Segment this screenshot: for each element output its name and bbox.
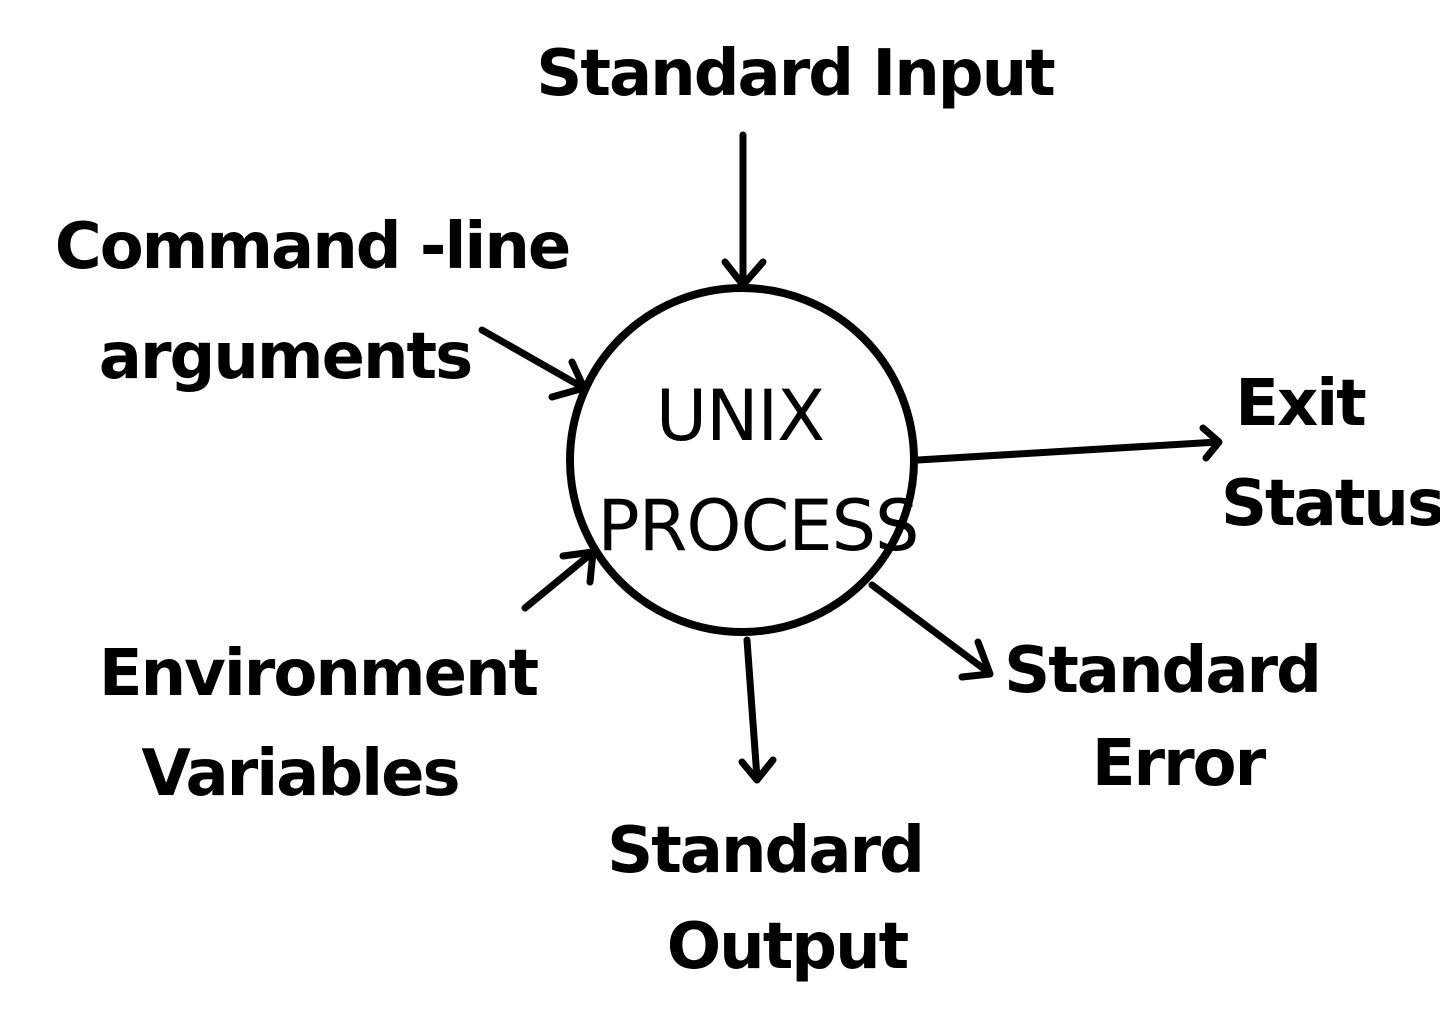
unix-process-node: UNIX PROCESS <box>566 284 919 636</box>
unix-process-label-line1: UNIX <box>656 375 824 457</box>
exit-status-label-line1: Exit <box>1235 367 1366 441</box>
standard-error-label-line2: Error <box>1092 727 1267 801</box>
standard-error-group: Standard Error <box>868 581 1322 801</box>
exit-status-group: Exit Status <box>914 367 1440 541</box>
environment-variables-group: Environment Variables <box>99 548 597 811</box>
standard-input-arrow <box>721 131 767 289</box>
environment-variables-arrow <box>521 548 597 612</box>
unix-process-circle <box>566 284 918 636</box>
standard-input-label: Standard Input <box>536 37 1055 111</box>
environment-variables-label-line2: Variables <box>141 737 458 811</box>
standard-output-label-line2: Output <box>667 910 909 984</box>
standard-input-group: Standard Input <box>536 37 1057 289</box>
standard-error-arrow <box>868 581 994 681</box>
exit-status-arrow <box>914 424 1223 464</box>
standard-output-group: Standard Output <box>607 636 925 984</box>
exit-status-label-line2: Status <box>1221 467 1440 541</box>
command-line-arguments-label-line2: arguments <box>99 320 471 394</box>
unix-process-label-line2: PROCESS <box>598 485 919 567</box>
standard-error-label-line1: Standard <box>1004 634 1320 708</box>
standard-output-arrow <box>738 636 777 784</box>
command-line-arguments-label-line1: Command -line <box>55 210 570 284</box>
standard-output-label-line1: Standard <box>607 814 923 888</box>
environment-variables-label-line1: Environment <box>99 637 539 711</box>
command-line-arguments-group: Command -line arguments <box>55 210 588 401</box>
command-line-arguments-arrow <box>478 326 588 401</box>
